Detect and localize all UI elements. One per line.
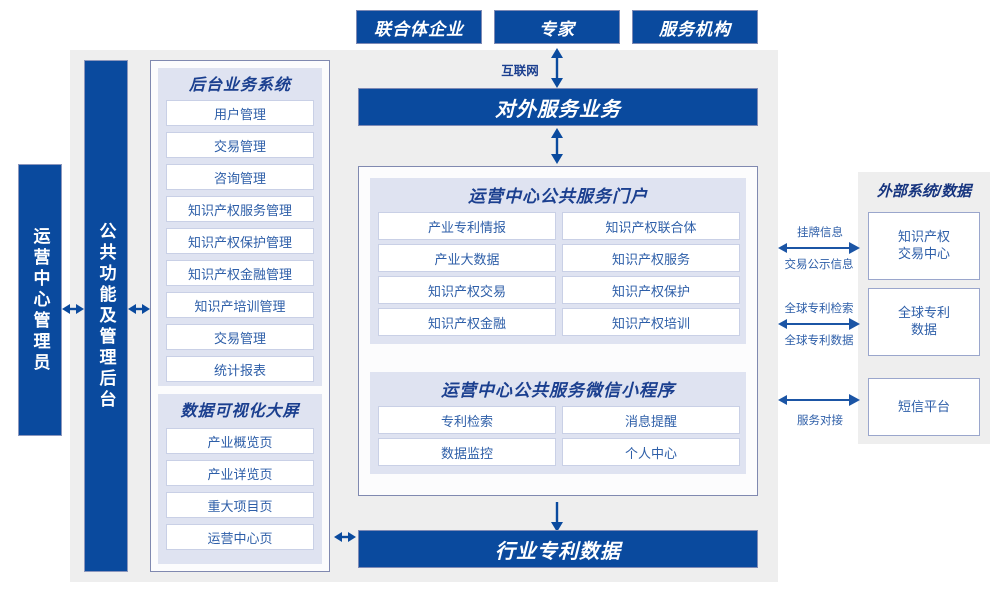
connector-label-service-integration: 服务对接 (797, 415, 843, 427)
portal-item-ip-alliance-label: 知识产权联合体 (605, 219, 697, 235)
viz-item-industry-detail-label: 产业详览页 (207, 466, 273, 482)
connector-label-listing-info: 挂牌信息 (797, 227, 843, 239)
miniprogram-item-patent-search[interactable]: 专利检索 (378, 406, 556, 434)
portal-title: 运营中心公共服务门户 (468, 186, 648, 206)
backend-item-consult-mgmt-label: 咨询管理 (213, 170, 266, 186)
miniprogram-item-data-monitor-label: 数据监控 (440, 445, 493, 461)
actor-box-alliance-enterprise[interactable]: 联合体企业 (356, 10, 482, 44)
external-service-bar[interactable]: 对外服务业务 (358, 88, 758, 126)
miniprogram-item-user-center[interactable]: 个人中心 (562, 438, 740, 466)
backend-item-ip-service-mgmt-label: 知识产权服务管理 (187, 202, 292, 218)
backend-item-ip-protection-mgmt[interactable]: 知识产权保护管理 (166, 228, 314, 254)
backend-to-modules-arrow (128, 300, 150, 318)
connector-label-global-patent-search: 全球专利检索 (784, 303, 854, 315)
backend-item-trade-mgmt-1-label: 交易管理 (213, 138, 266, 154)
connector-arrow-global-patent-data (778, 316, 860, 332)
backend-item-ip-training-mgmt[interactable]: 知识产培训管理 (166, 292, 314, 318)
external-system-ip-trade-center-line1: 知识产权 (897, 229, 950, 245)
portal-item-ip-training[interactable]: 知识产权培训 (562, 308, 740, 336)
service-to-portal-arrow (548, 128, 566, 164)
viz-item-major-project-label: 重大项目页 (207, 498, 273, 514)
external-system-global-patent-data-line1: 全球专利 (897, 305, 950, 321)
internet-label: 互联网 (501, 63, 539, 78)
viz-item-industry-overview[interactable]: 产业概览页 (166, 428, 314, 454)
backend-item-ip-training-mgmt-label: 知识产培训管理 (194, 298, 286, 314)
actor-box-expert[interactable]: 专家 (494, 10, 620, 44)
viz-item-operation-center-label: 运营中心页 (207, 530, 273, 546)
portal-item-industry-bigdata[interactable]: 产业大数据 (378, 244, 556, 272)
admin-to-backend-arrow (62, 300, 84, 318)
backend-item-user-mgmt[interactable]: 用户管理 (166, 100, 314, 126)
external-system-ip-trade-center-line2: 交易中心 (897, 246, 950, 261)
portal-to-industry-data-arrow (548, 496, 566, 532)
external-system-global-patent-data-line2: 数据 (910, 322, 937, 337)
connector-label-global-patent-data: 全球专利数据 (784, 335, 854, 347)
backend-item-consult-mgmt[interactable]: 咨询管理 (166, 164, 314, 190)
backend-item-ip-service-mgmt[interactable]: 知识产权服务管理 (166, 196, 314, 222)
external-system-global-patent-data[interactable]: 全球专利 数据 (868, 288, 980, 356)
backend-item-statistics-report-label: 统计报表 (213, 362, 266, 378)
viz-item-industry-detail[interactable]: 产业详览页 (166, 460, 314, 486)
viz-item-industry-overview-label: 产业概览页 (207, 434, 273, 450)
backend-item-statistics-report[interactable]: 统计报表 (166, 356, 314, 382)
backend-item-trade-mgmt-2-label: 交易管理 (213, 330, 266, 346)
portal-item-ip-trade[interactable]: 知识产权交易 (378, 276, 556, 304)
connector-arrow-ip-trade-center (778, 240, 860, 256)
portal-item-ip-trade-label: 知识产权交易 (427, 283, 506, 299)
connector-label-trade-public-info: 交易公示信息 (784, 259, 854, 271)
industry-patent-data-bar-label: 行业专利数据 (495, 540, 621, 563)
portal-item-ip-service[interactable]: 知识产权服务 (562, 244, 740, 272)
actor-box-alliance-enterprise-label: 联合体企业 (374, 19, 464, 39)
actor-box-service-agency[interactable]: 服务机构 (632, 10, 758, 44)
portal-item-ip-training-label: 知识产权培训 (611, 315, 690, 331)
left-bar-common-function-backend[interactable]: 公共功能及管理后台 (84, 60, 128, 572)
backend-item-trade-mgmt-1[interactable]: 交易管理 (166, 132, 314, 158)
portal-item-ip-finance[interactable]: 知识产权金融 (378, 308, 556, 336)
industry-patent-data-bar[interactable]: 行业专利数据 (358, 530, 758, 568)
modules-to-industry-data-arrow (334, 528, 356, 546)
backend-item-user-mgmt-label: 用户管理 (213, 106, 266, 122)
backend-item-ip-finance-mgmt-label: 知识产权金融管理 (187, 266, 292, 282)
external-system-ip-trade-center[interactable]: 知识产权 交易中心 (868, 212, 980, 280)
miniprogram-item-message-alert-label: 消息提醒 (624, 413, 677, 429)
left-bar-common-function-backend-label: 公共功能及管理后台 (96, 221, 116, 411)
internet-double-arrow (548, 48, 566, 88)
viz-item-operation-center[interactable]: 运营中心页 (166, 524, 314, 550)
miniprogram-item-message-alert[interactable]: 消息提醒 (562, 406, 740, 434)
external-system-sms-platform-line1: 短信平台 (897, 398, 950, 414)
external-systems-title: 外部系统/数据 (876, 182, 972, 200)
portal-item-industry-bigdata-label: 产业大数据 (434, 251, 500, 267)
miniprogram-item-patent-search-label: 专利检索 (440, 413, 493, 429)
portal-item-ip-protection-label: 知识产权保护 (611, 283, 690, 299)
actor-box-expert-label: 专家 (539, 19, 575, 39)
left-bar-operation-center-admin-label: 运营中心管理员 (30, 226, 50, 374)
connector-arrow-sms-platform (778, 392, 860, 408)
external-system-sms-platform[interactable]: 短信平台 (868, 378, 980, 436)
backend-item-trade-mgmt-2[interactable]: 交易管理 (166, 324, 314, 350)
backend-business-system-title: 后台业务系统 (188, 77, 291, 94)
miniprogram-item-data-monitor[interactable]: 数据监控 (378, 438, 556, 466)
portal-item-ip-finance-label: 知识产权金融 (427, 315, 506, 331)
left-bar-operation-center-admin[interactable]: 运营中心管理员 (18, 164, 62, 436)
portal-item-patent-intel[interactable]: 产业专利情报 (378, 212, 556, 240)
backend-item-ip-protection-mgmt-label: 知识产权保护管理 (187, 234, 292, 250)
actor-box-service-agency-label: 服务机构 (659, 19, 731, 39)
external-service-bar-label: 对外服务业务 (495, 98, 621, 121)
viz-item-major-project[interactable]: 重大项目页 (166, 492, 314, 518)
miniprogram-item-user-center-label: 个人中心 (624, 445, 677, 461)
backend-item-ip-finance-mgmt[interactable]: 知识产权金融管理 (166, 260, 314, 286)
portal-item-ip-service-label: 知识产权服务 (611, 251, 690, 267)
data-visualization-title: 数据可视化大屏 (180, 403, 300, 420)
portal-item-patent-intel-label: 产业专利情报 (427, 219, 506, 235)
portal-item-ip-protection[interactable]: 知识产权保护 (562, 276, 740, 304)
miniprogram-title: 运营中心公共服务微信小程序 (441, 380, 675, 400)
portal-item-ip-alliance[interactable]: 知识产权联合体 (562, 212, 740, 240)
